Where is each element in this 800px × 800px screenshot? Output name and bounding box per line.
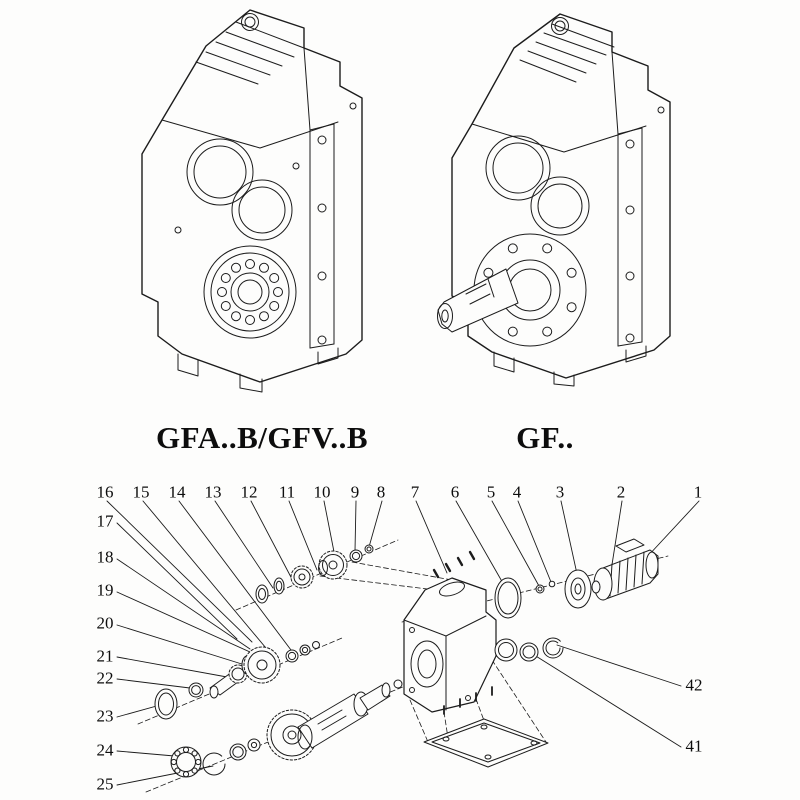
part-number-6: 6 [450, 482, 460, 502]
part-number-5: 5 [486, 482, 496, 502]
output-shaft-parts [170, 679, 403, 778]
part-number-23: 23 [96, 706, 114, 726]
model-label-gfab: GFA..B/GFV..B [155, 420, 369, 455]
hollow-shaft-bearing [203, 245, 297, 339]
part-number-41: 41 [685, 736, 703, 756]
side-rail [617, 127, 643, 347]
input-bores [186, 138, 293, 241]
housing-outline [141, 9, 363, 383]
part-number-18: 18 [96, 547, 114, 567]
part-number-11: 11 [278, 482, 296, 502]
output-side-rings [494, 637, 564, 662]
part-number-1: 1 [693, 482, 703, 502]
motor-shaft [591, 580, 601, 594]
part-number-14: 14 [168, 482, 186, 502]
gearbox-drawing-gf [437, 13, 671, 387]
part-number-21: 21 [96, 646, 114, 666]
bottom-cover-plate [423, 686, 549, 768]
model-label-gf: GF.. [516, 420, 574, 455]
output-shaft [437, 268, 519, 333]
part-number-15: 15 [132, 482, 150, 502]
part-number-16: 16 [96, 482, 114, 502]
cooling-ribs [195, 21, 305, 85]
part-number-10: 10 [313, 482, 331, 502]
part-number-20: 20 [96, 613, 114, 633]
part-number-2: 2 [616, 482, 626, 502]
mounting-feet [493, 345, 647, 387]
part-number-13: 13 [204, 482, 222, 502]
part-number-3: 3 [555, 482, 565, 502]
cooling-ribs [519, 23, 615, 83]
cover-bolts [432, 550, 476, 579]
lifting-eye [554, 20, 566, 32]
terminal-box [615, 538, 645, 553]
gear-housing [403, 577, 497, 713]
part-number-9: 9 [350, 482, 360, 502]
mounting-feet [177, 347, 339, 393]
part-number-42: 42 [685, 675, 703, 695]
part-number-25: 25 [96, 774, 114, 794]
input-bores [485, 135, 590, 236]
part-number-12: 12 [240, 482, 258, 502]
input-shaft-parts [255, 544, 374, 604]
gearbox-drawing-gfab [141, 9, 363, 393]
intermediate-gear-parts [154, 641, 320, 720]
motor [591, 538, 659, 601]
part-number-7: 7 [410, 482, 420, 502]
part-number-17: 17 [96, 511, 114, 531]
side-rail [309, 123, 335, 349]
exploded-view-drawing [106, 500, 700, 793]
housing-outline [451, 13, 671, 379]
part-number-19: 19 [96, 580, 114, 600]
leader-lines [106, 500, 700, 786]
part-number-24: 24 [96, 740, 114, 760]
part-number-4: 4 [512, 482, 522, 502]
part-number-22: 22 [96, 668, 114, 688]
motor-side-parts [494, 569, 592, 619]
part-number-8: 8 [376, 482, 386, 502]
